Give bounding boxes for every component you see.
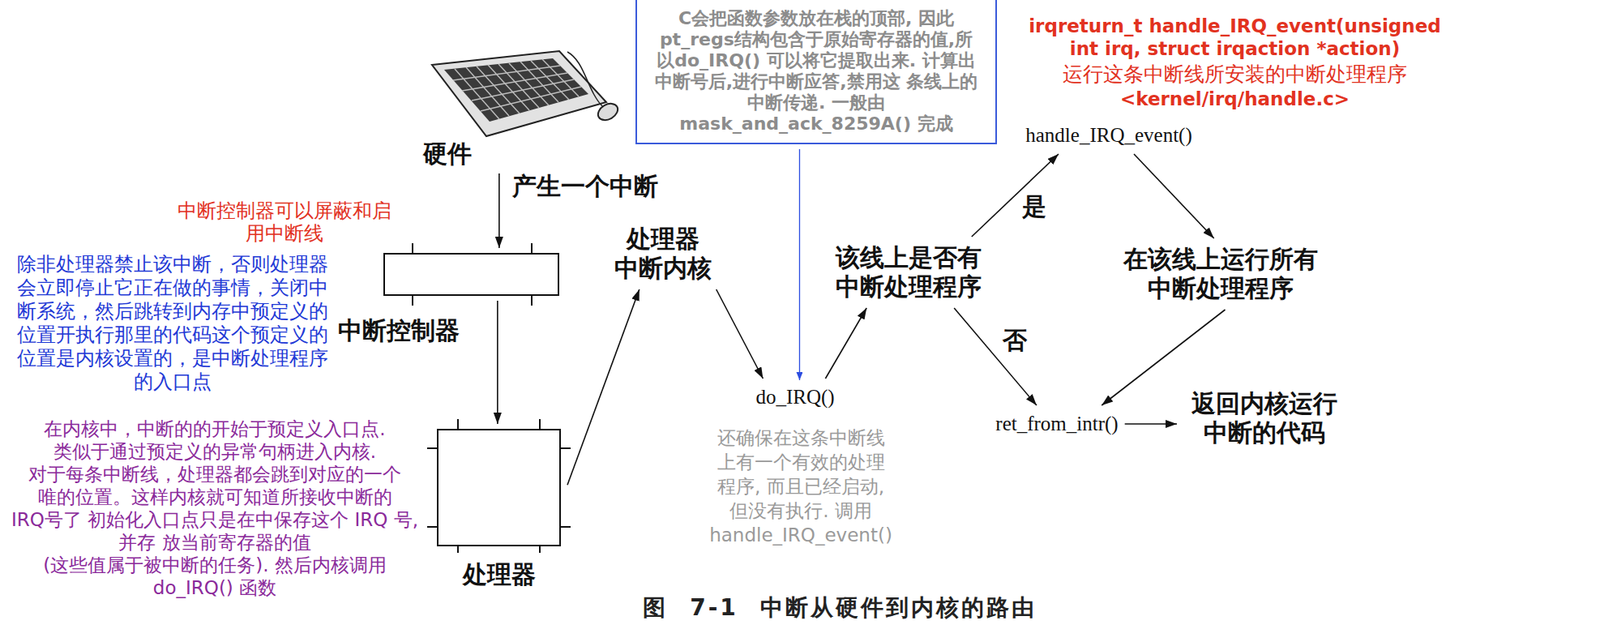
node-text: 返回内核运行 中断的代码 bbox=[1183, 389, 1346, 448]
flow-arrow bbox=[716, 289, 764, 379]
processor-box: 处理器 bbox=[436, 428, 561, 547]
node-text: 硬件 bbox=[423, 139, 472, 169]
note-text: 运行这条中断线所安装的中断处理程序 bbox=[1013, 62, 1456, 87]
edge-label: 否 bbox=[1000, 325, 1030, 356]
edge-label: 产生一个中断 bbox=[509, 171, 661, 202]
mouse bbox=[594, 100, 621, 125]
node-text: 该线上是否有 中断处理程序 bbox=[827, 243, 990, 302]
node-text: 处理器 bbox=[438, 560, 560, 590]
node-text: C会把函数参数放在栈的顶部, 因此 pt_regs结构包含于原始寄存器的值,所 … bbox=[648, 8, 984, 135]
node-text: ret_from_intr() bbox=[995, 411, 1118, 437]
note-text: 除非处理器禁止该中断，否则处理器 会立即停止它正在做的事情，关闭中 断系统，然后… bbox=[10, 252, 335, 394]
flow-arrow bbox=[1125, 423, 1177, 425]
key-grid bbox=[453, 59, 582, 120]
figure-caption: 图 7-1 中断从硬件到内核的路由 bbox=[642, 594, 1036, 622]
keyboard-illustration bbox=[432, 51, 621, 137]
function-name: do_IRQ() bbox=[755, 385, 835, 410]
flow-arrow bbox=[1133, 154, 1215, 239]
flow-arrow bbox=[498, 173, 501, 249]
edge-label: 是 bbox=[1019, 192, 1049, 222]
function-name: handle_IRQ_event() bbox=[1025, 123, 1192, 148]
node-text: 中断控制器 bbox=[337, 316, 460, 346]
note-text: 还确保在这条中断线 上有一个有效的处理 程序, 而且已经启动, 但没有执行. 调… bbox=[707, 425, 895, 548]
node-text: do_IRQ() bbox=[755, 385, 835, 410]
node-text: 处理器 中断内核 bbox=[610, 224, 716, 283]
flow-step: 在该线上运行所有 中断处理程序 bbox=[1115, 244, 1327, 304]
decision-step: 该线上是否有 中断处理程序 bbox=[827, 243, 990, 302]
file-path: <kernel/irq/handle.c> bbox=[1013, 87, 1456, 111]
node-text: handle_IRQ_event() bbox=[1025, 123, 1192, 148]
flow-arrow bbox=[954, 308, 1037, 406]
flow-arrow bbox=[971, 154, 1059, 237]
mouse-cord bbox=[567, 51, 604, 107]
note-text: 中断控制器可以屏蔽和启 用中断线 bbox=[166, 199, 403, 245]
flow-arrow bbox=[799, 149, 800, 381]
flow-arrow bbox=[567, 289, 640, 485]
hardware-node: 硬件 bbox=[419, 47, 623, 169]
node-text: 在该线上运行所有 中断处理程序 bbox=[1115, 244, 1327, 304]
flow-step: 处理器 中断内核 bbox=[610, 224, 716, 283]
flow-arrow bbox=[496, 300, 499, 424]
function-signature: irqreturn_t handle_IRQ_event(unsigned in… bbox=[1013, 14, 1456, 60]
controller-box: 中断控制器 bbox=[383, 252, 560, 296]
keyboard-keys bbox=[444, 58, 589, 122]
flow-arrow bbox=[825, 308, 867, 379]
keyboard-body bbox=[432, 51, 607, 137]
note-text: 在内核中，中断的的开始于预定义入口点. 类似于通过预定义的异常句柄进入内核. 对… bbox=[8, 417, 422, 599]
callout-box: C会把函数参数放在栈的顶部, 因此 pt_regs结构包含于原始寄存器的值,所 … bbox=[635, 0, 997, 145]
flow-step: 返回内核运行 中断的代码 bbox=[1183, 389, 1346, 448]
function-name: ret_from_intr() bbox=[995, 411, 1118, 437]
